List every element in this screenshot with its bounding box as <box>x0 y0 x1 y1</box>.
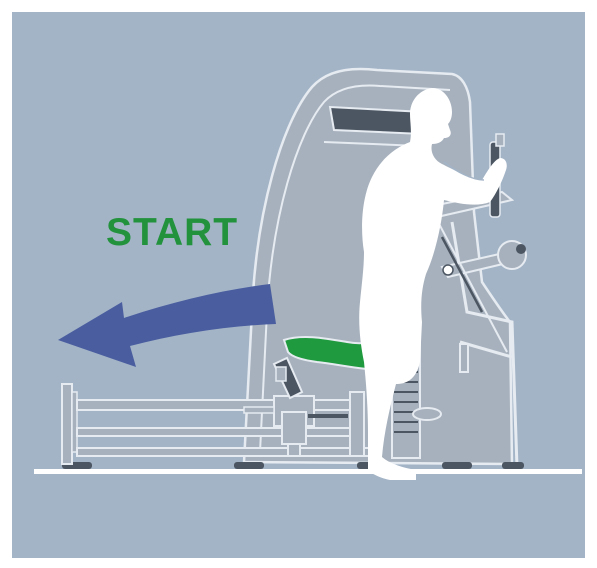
leg-lever-knob <box>276 367 286 381</box>
machine-bracket <box>460 344 468 372</box>
selector-pin <box>413 408 441 420</box>
illustration-panel <box>12 12 585 558</box>
hand-grip-cap <box>496 134 504 146</box>
pulley-hub <box>516 244 526 254</box>
floor-line <box>34 469 582 474</box>
start-label: START <box>106 213 238 252</box>
machine-display-panel <box>330 107 424 134</box>
exercise-illustration <box>12 12 585 558</box>
pivot-lower <box>443 265 453 275</box>
